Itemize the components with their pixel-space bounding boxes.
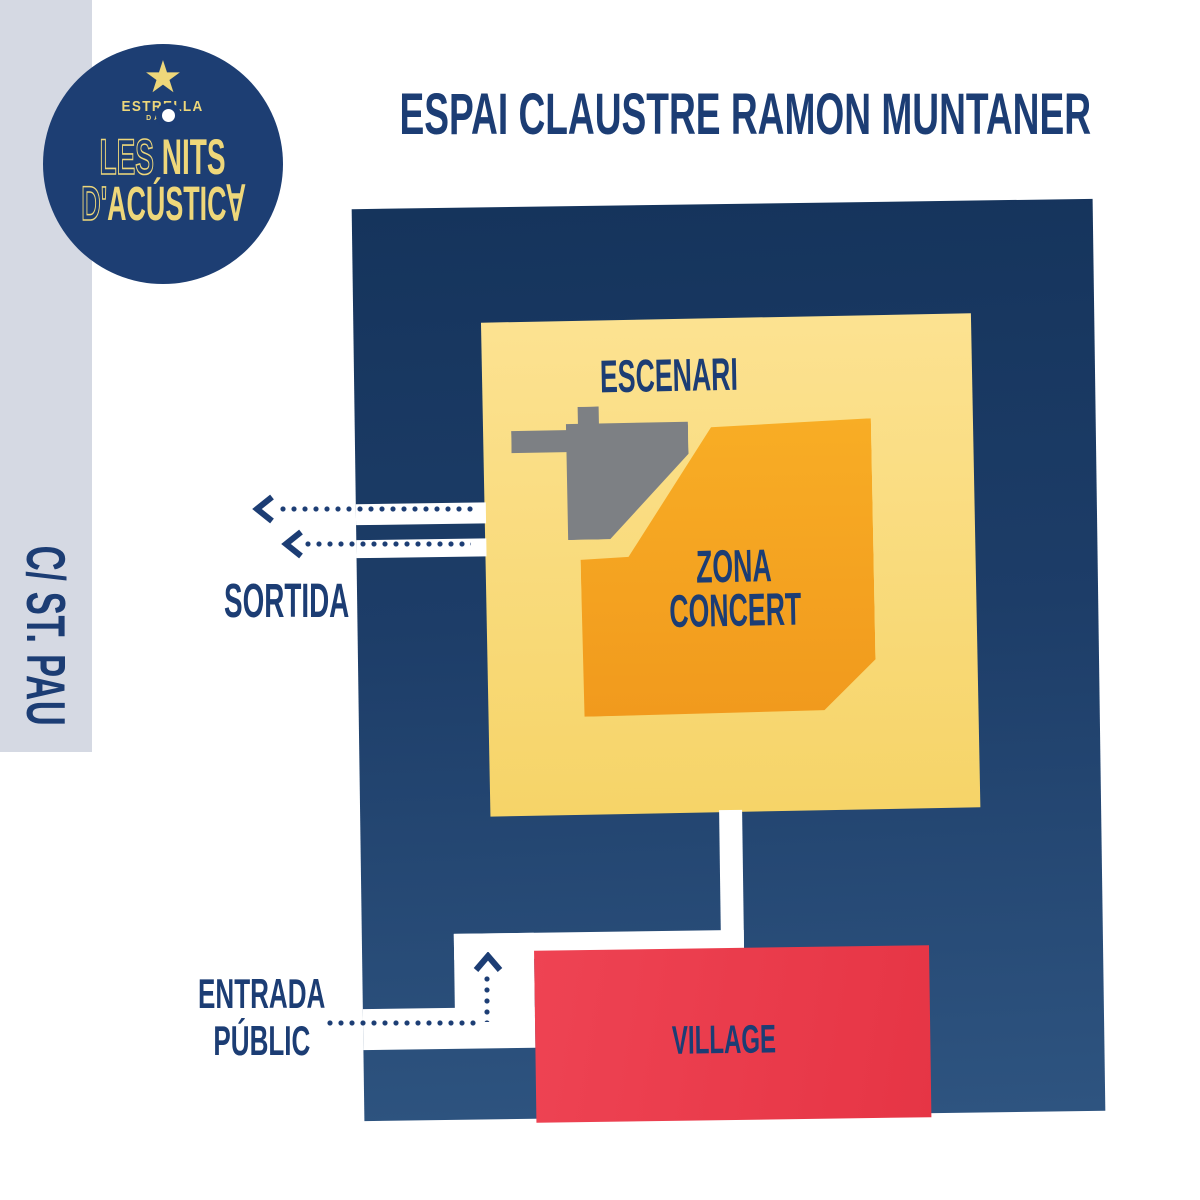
page-title: ESPAI CLAUSTRE RAMON MUNTANER (399, 82, 1091, 147)
village-label: VILLAGE (535, 1017, 913, 1062)
arrow-up-icon (473, 952, 503, 973)
entrance-label-line2: PÚBLIC (213, 1017, 310, 1065)
stage-label-text: ESCENARI (599, 347, 739, 403)
arrow-left-icon (281, 529, 305, 559)
exit-label-text: SORTIDA (224, 575, 350, 628)
concert-zone-label-line2: CONCERT (668, 582, 802, 638)
logo-title-outline1: LES (99, 129, 155, 185)
festival-logo: ★ ESTRELLA DAMM LES NITS D'ACÚSTIC∀ (43, 44, 283, 284)
village-area: VILLAGE (534, 945, 932, 1123)
logo-title-line1: LES NITS (100, 131, 226, 183)
entrance-label-line1: ENTRADA (198, 970, 326, 1017)
concert-zone-label: ZONA CONCERT (580, 540, 875, 634)
star-icon: ★ (143, 53, 183, 102)
logo-title-solid2: ACÚSTIC∀ (106, 178, 245, 231)
street-label: C/ ST. PAU (15, 545, 77, 727)
exit-dotted-path-2 (305, 541, 471, 547)
exit-dotted-path-1 (280, 506, 476, 512)
entrance-label: ENTRADA PÚBLIC (120, 970, 325, 1065)
entrance-dotted-path-v (484, 976, 490, 1022)
logo-title-solid1: NITS (162, 129, 227, 185)
logo-title-outline2: D' (81, 178, 108, 231)
venue-area: ZONA CONCERT ESCENARI VILLAGE (351, 198, 1106, 1123)
village-label-text: VILLAGE (671, 1017, 777, 1063)
ring-icon (155, 102, 181, 128)
logo-title-line2: D'ACÚSTIC∀ (81, 180, 245, 230)
arrow-left-icon (252, 494, 276, 524)
stage-label: ESCENARI (550, 348, 738, 403)
page-title-row: ESPAI CLAUSTRE RAMON MUNTANER (155, 82, 1150, 147)
entrance-dotted-path-h (327, 1020, 481, 1026)
exit-label: SORTIDA (224, 578, 440, 626)
entrance-passage-column (453, 932, 535, 1016)
entrance-channel (362, 1006, 536, 1051)
courtyard-area: ZONA CONCERT ESCENARI (480, 313, 981, 817)
